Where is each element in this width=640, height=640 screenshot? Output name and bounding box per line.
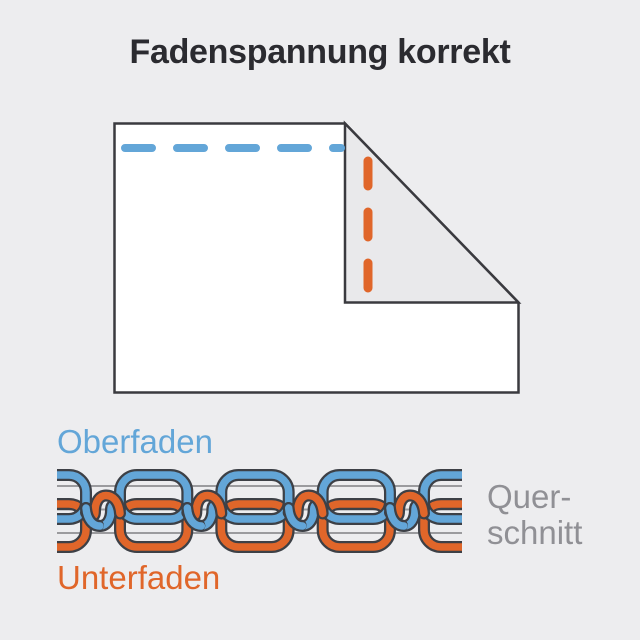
cross-section-label-line1: Quer- — [487, 478, 572, 515]
stitch-cross-section — [57, 469, 462, 553]
cross-section-label: Quer- schnitt — [487, 479, 582, 551]
fabric-fold-triangle — [343, 120, 522, 304]
page-title: Fadenspannung korrekt — [129, 33, 511, 71]
lower-thread-label: Unterfaden — [57, 559, 221, 596]
cross-section-label-line2: schnitt — [487, 514, 583, 551]
interlocked-threads — [57, 469, 462, 553]
upper-thread-label: Oberfaden — [57, 423, 213, 460]
fabric-fold-diagram — [113, 120, 522, 394]
fabric-top-view — [113, 122, 520, 394]
